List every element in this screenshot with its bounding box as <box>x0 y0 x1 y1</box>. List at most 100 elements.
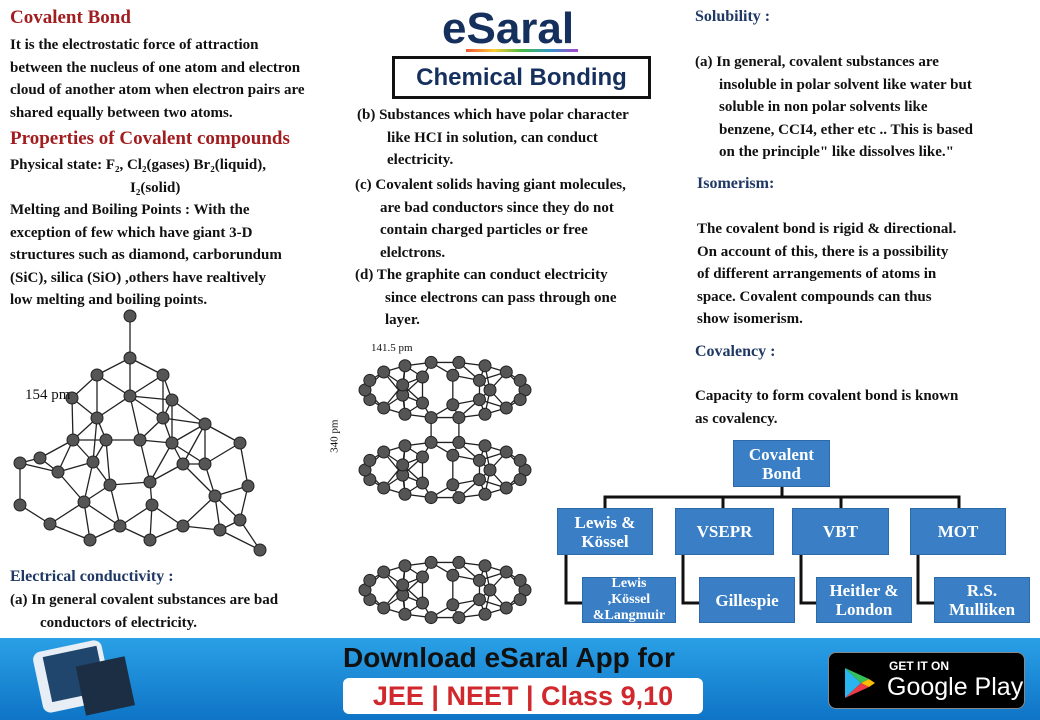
text-line: are bad conductors since they do not <box>380 199 614 216</box>
atom <box>513 593 527 607</box>
atom <box>363 373 377 387</box>
physical-state: Physical state: F₂, Cl₂(gases) Br₂(liqui… <box>10 154 266 199</box>
atom <box>377 365 391 379</box>
atom <box>398 407 412 421</box>
atom <box>65 391 79 405</box>
tree-connectors <box>564 487 961 605</box>
text-line: as covalency. <box>695 410 778 427</box>
atom <box>452 435 466 449</box>
atom <box>499 565 513 579</box>
bond-line <box>57 471 85 503</box>
heading-covalent-bond: Covalent Bond <box>10 7 131 28</box>
text-line: on the principle" like dissolves like." <box>719 144 955 160</box>
tree-scientist-lewis-kossel-langmuir: Lewis ,Kössel &Langmuir <box>582 576 676 623</box>
graphite-structure-diagram <box>358 355 532 625</box>
atom <box>241 479 255 493</box>
bond-line <box>96 374 131 397</box>
text-line: since electrons can pass through one <box>385 289 617 306</box>
text-line: of different arrangements of atoms in <box>697 266 937 282</box>
atom <box>416 450 429 464</box>
bond-line <box>204 442 241 465</box>
atom <box>499 365 513 379</box>
bond-line <box>162 417 206 425</box>
atom <box>416 596 429 610</box>
bond-line <box>182 423 206 465</box>
gp-small-text: GET IT ON <box>889 659 949 673</box>
atom <box>513 473 527 487</box>
text-line: Capacity to form covalent bond is known <box>695 388 959 404</box>
tree-scientist-mulliken: R.S. Mulliken <box>934 577 1030 623</box>
atom <box>398 359 412 373</box>
atom <box>483 383 497 397</box>
atom <box>363 573 377 587</box>
atom <box>143 475 157 489</box>
atom <box>513 453 527 467</box>
atom <box>472 373 486 387</box>
text-line: The covalent bond is rigid & directional… <box>697 221 957 237</box>
atom <box>472 473 486 487</box>
atom <box>513 573 527 587</box>
bond-line <box>49 501 85 525</box>
atom <box>176 519 190 533</box>
tree-scientist-gillespie: Gillespie <box>699 577 795 623</box>
tree-theory-mot: MOT <box>910 508 1006 555</box>
atom <box>123 351 137 365</box>
text-line: space. Covalent compounds can thus <box>697 288 932 305</box>
atom <box>483 583 497 597</box>
app-download-banner[interactable]: Download eSaral App for JEE | NEET | Cla… <box>0 638 1040 720</box>
atom <box>398 607 412 621</box>
atom <box>165 436 179 450</box>
atom <box>99 433 113 447</box>
tree-root-covalent-bond: Covalent Bond <box>733 440 830 487</box>
bond-line <box>105 439 111 486</box>
text-line: structures such as diamond, carborundum <box>10 247 282 263</box>
bond-line <box>83 461 94 503</box>
atom <box>424 491 438 505</box>
text-line: insoluble in polar solvent like water bu… <box>719 76 972 93</box>
atom <box>208 489 222 503</box>
text-line: between the nucleus of one atom and elec… <box>10 59 301 76</box>
bond-line <box>219 529 261 551</box>
text-line: Physical state: F₂, Cl₂(gases) Br₂(liqui… <box>10 157 266 173</box>
atom <box>398 559 412 573</box>
atom <box>143 533 157 547</box>
text-line: It is the electrostatic force of attract… <box>10 37 259 53</box>
bond-line <box>96 395 131 419</box>
atom <box>483 463 497 477</box>
bond-line <box>49 523 91 541</box>
bond-line <box>239 442 249 487</box>
diamond-bond-length: 154 pm <box>25 387 71 403</box>
atom <box>398 439 412 453</box>
atom <box>90 411 104 425</box>
atom <box>396 378 410 392</box>
page-title: Chemical Bonding <box>392 56 651 99</box>
atom <box>377 565 391 579</box>
text-line: (a) In general covalent substances are b… <box>10 592 279 608</box>
conductivity-a: (a) In general covalent substances are b… <box>10 589 278 634</box>
bond-line <box>19 462 59 473</box>
text-line: exception of few which have giant 3-D <box>10 224 253 241</box>
atom <box>472 393 486 407</box>
bond-line <box>71 397 74 441</box>
text-line: (c) Covalent solids having giant molecul… <box>355 177 626 193</box>
text-line: shared equally between two atoms. <box>10 104 233 121</box>
bond-line <box>109 484 121 527</box>
atom <box>424 435 438 449</box>
bond-line <box>204 423 241 444</box>
atom <box>77 495 91 509</box>
conductivity-d: (d) The graphite can conduct electricity… <box>355 264 617 332</box>
google-play-button[interactable]: GET IT ON Google Play <box>828 652 1025 709</box>
atom <box>499 601 513 615</box>
atom <box>499 401 513 415</box>
bond-line <box>129 395 173 401</box>
atom <box>363 453 377 467</box>
atom <box>66 433 80 447</box>
atom <box>499 481 513 495</box>
atom <box>133 433 147 447</box>
atom <box>472 593 486 607</box>
atom <box>478 407 492 421</box>
bond-line <box>83 501 121 527</box>
atom <box>377 601 391 615</box>
atom <box>233 513 247 527</box>
